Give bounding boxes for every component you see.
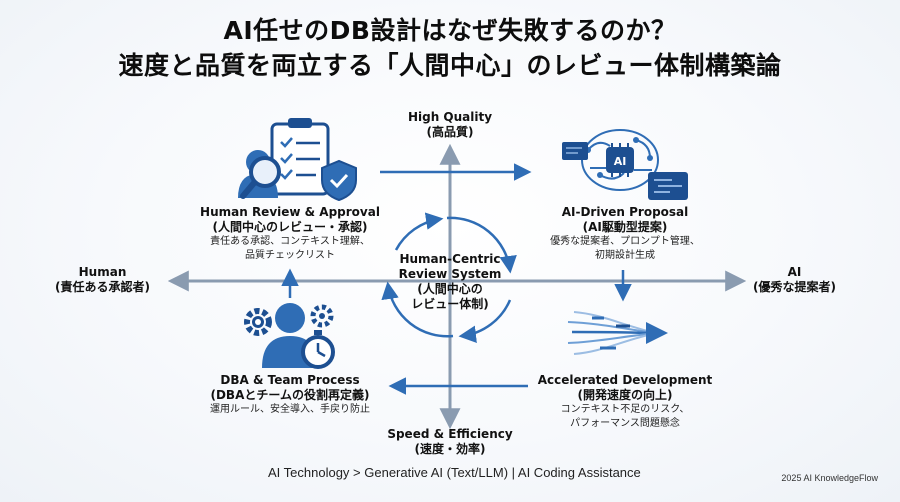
title-line-2: 速度と品質を両立する「人間中心」のレビュー体制構築論: [118, 51, 782, 80]
gear-icon: [244, 304, 334, 336]
center-label: Human-Centric Review System (人間中心の レビュー体…: [392, 252, 508, 312]
axis-label-right: AI (優秀な提案者): [742, 265, 847, 295]
footer-credit: 2025 AI KnowledgeFlow: [781, 473, 878, 483]
axis-top-label: High Quality: [407, 110, 493, 124]
axis-label-top: High Quality (高品質): [390, 110, 510, 140]
cycle-arrow-bottom-left: [381, 281, 454, 338]
center-line-3: (人間中心の: [417, 282, 483, 296]
axis-left-label: Human: [78, 265, 127, 279]
top-right-desc-2: 初期設計生成: [595, 250, 655, 261]
top-left-heading: Human Review & Approval: [200, 205, 380, 219]
shield-check-icon: [321, 159, 357, 202]
center-line-4: レビュー体制): [411, 297, 489, 311]
ai-chip-label: AI: [614, 155, 627, 168]
axis-top-sub: (高品質): [426, 125, 474, 139]
quadrant-bottom-right: Accelerated Development (開発速度の向上) コンテキスト…: [520, 373, 730, 431]
cycle-arrow-top-right: [446, 216, 517, 274]
top-left-sub-heading: (人間中心のレビュー・承認): [212, 220, 368, 234]
axis-label-left: Human (責任ある承認者): [45, 265, 160, 295]
top-right-desc-1: 優秀な提案者、プロンプト管理、: [550, 236, 700, 247]
quadrant-bottom-left: DBA & Team Process (DBAとチームの役割再定義) 運用ルール…: [190, 373, 390, 417]
bottom-left-sub-heading: (DBAとチームの役割再定義): [210, 388, 370, 402]
clipboard-checklist-icon: [270, 118, 330, 196]
cycle-arrow-bottom-right: [458, 299, 512, 344]
axis-bottom-label: Speed & Efficiency: [387, 427, 513, 441]
top-right-sub-heading: (AI駆動型提案): [582, 220, 668, 234]
center-line-2: Review System: [398, 267, 502, 281]
magnifier-icon: [240, 156, 281, 199]
axis-bottom-sub: (速度・効率): [414, 442, 486, 456]
axis-right-label: AI: [787, 265, 802, 279]
title-line-1: AI任せのDB設計はなぜ失敗するのか？: [223, 16, 677, 45]
center-line-1: Human-Centric: [399, 252, 501, 266]
bottom-right-sub-heading: (開発速度の向上): [577, 388, 673, 402]
top-left-desc-1: 責任ある承認、コンテキスト理解、: [210, 236, 370, 247]
speed-lines-arrow-icon: [567, 311, 668, 355]
code-window-icon: [562, 142, 688, 200]
quadrant-top-left: Human Review & Approval (人間中心のレビュー・承認) 責…: [190, 205, 390, 263]
bottom-right-heading: Accelerated Development: [537, 373, 713, 387]
axis-right-sub: (優秀な提案者): [753, 280, 836, 294]
top-left-desc-2: 品質チェックリスト: [245, 250, 335, 261]
cycle-arrow-top-left: [394, 212, 444, 251]
stopwatch-icon: [301, 330, 335, 369]
bottom-left-heading: DBA & Team Process: [220, 373, 360, 387]
axis-left-sub: (責任ある承認者): [55, 280, 150, 294]
quadrant-top-right: AI-Driven Proposal (AI駆動型提案) 優秀な提案者、プロンプ…: [530, 205, 720, 263]
top-right-heading: AI-Driven Proposal: [561, 205, 689, 219]
axis-label-bottom: Speed & Efficiency (速度・効率): [375, 427, 525, 457]
bottom-right-desc-1: コンテキスト不足のリスク、: [560, 404, 690, 415]
bottom-right-desc-2: パフォーマンス問題懸念: [570, 418, 680, 429]
footer-breadcrumb: AI Technology > Generative AI (Text/LLM)…: [268, 465, 641, 480]
bottom-left-desc-1: 運用ルール、安全導入、手戻り防止: [210, 404, 370, 415]
